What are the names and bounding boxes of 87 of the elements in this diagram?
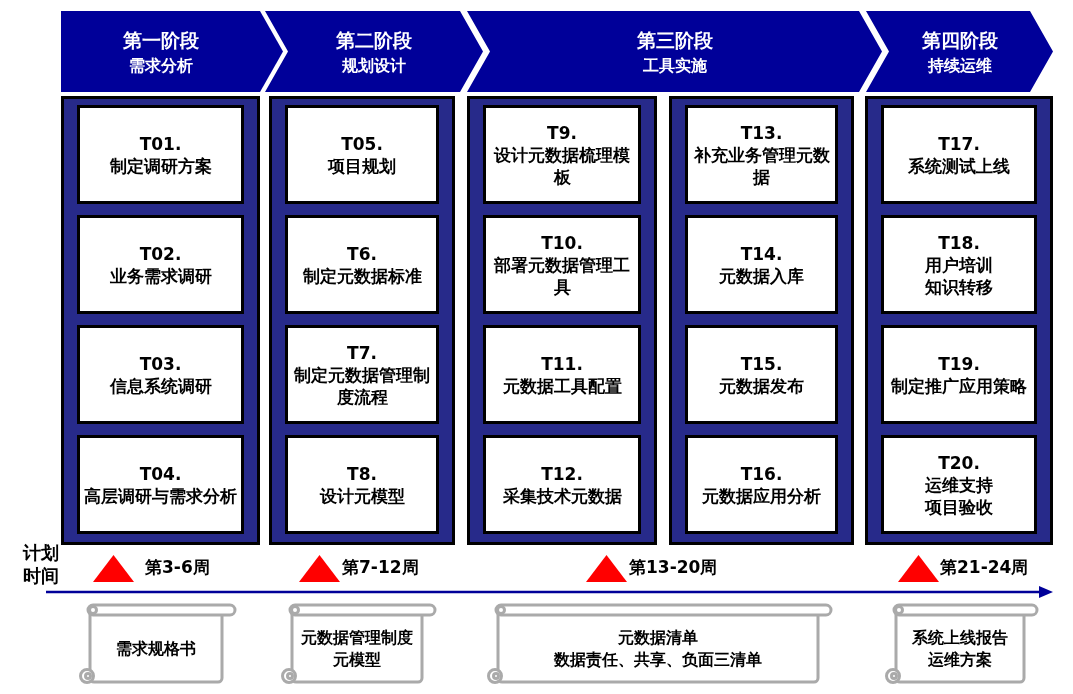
task-title: 信息系统调研 bbox=[109, 374, 212, 397]
task-title: 项目规划 bbox=[328, 154, 396, 177]
task-title: 设计元模型 bbox=[319, 484, 405, 507]
deliverable-text: 元数据管理制度 bbox=[301, 626, 413, 649]
task-code: T04. bbox=[139, 462, 182, 485]
task-title: 补充业务管理元数据 bbox=[692, 143, 831, 188]
task-card bbox=[685, 105, 838, 204]
phase-column-panel bbox=[865, 96, 1053, 545]
task-code: T03. bbox=[139, 352, 182, 375]
task-title: 元数据发布 bbox=[719, 374, 804, 397]
task-card bbox=[483, 105, 641, 204]
task-card bbox=[77, 325, 244, 424]
phase-column-panel bbox=[669, 96, 854, 545]
phase-column-panel bbox=[61, 96, 260, 545]
task-title: 元数据入库 bbox=[719, 264, 804, 287]
task-card bbox=[285, 215, 439, 314]
task-code: T11. bbox=[541, 352, 583, 375]
task-code: T20. bbox=[938, 451, 980, 474]
deliverable-text: 运维方案 bbox=[928, 648, 992, 671]
task-card bbox=[685, 325, 838, 424]
phase-column-panel bbox=[467, 96, 657, 545]
task-code: T8. bbox=[347, 462, 377, 485]
deliverable-text: 系统上线报告 bbox=[912, 626, 1008, 649]
task-card bbox=[77, 435, 244, 534]
task-card bbox=[881, 435, 1037, 534]
task-title: 设计元数据梳理模板 bbox=[492, 143, 631, 188]
task-code: T05. bbox=[341, 132, 383, 155]
task-title: 部署元数据管理工具 bbox=[493, 253, 631, 298]
task-card bbox=[685, 435, 838, 534]
task-title: 制定元数据标准 bbox=[302, 264, 422, 287]
week-range-label: 第21-24周 bbox=[940, 556, 1029, 579]
task-title: 业务需求调研 bbox=[109, 264, 212, 287]
task-card bbox=[685, 215, 838, 314]
task-code: T16. bbox=[740, 462, 783, 485]
task-card bbox=[881, 105, 1037, 204]
task-code: T6. bbox=[347, 242, 377, 265]
task-title: 系统测试上线 bbox=[908, 154, 1010, 177]
task-code: T01. bbox=[139, 132, 182, 155]
task-code: T9. bbox=[547, 121, 577, 144]
task-title: 元数据工具配置 bbox=[502, 374, 622, 397]
task-title: 制定推广应用策略 bbox=[891, 374, 1027, 397]
task-card bbox=[77, 105, 244, 204]
phase-name: 工具实施 bbox=[642, 54, 707, 77]
phase-name: 需求分析 bbox=[128, 54, 193, 77]
week-range-label: 第13-20周 bbox=[629, 556, 718, 579]
week-range-label: 第3-6周 bbox=[145, 556, 210, 579]
phase-title: 第四阶段 bbox=[921, 27, 998, 53]
deliverable-text: 需求规格书 bbox=[116, 637, 196, 660]
phase-name: 规划设计 bbox=[342, 54, 406, 77]
task-code: T02. bbox=[139, 242, 182, 265]
deliverable-text: 元数据清单 bbox=[618, 626, 698, 649]
phase-title: 第二阶段 bbox=[336, 27, 412, 53]
task-card bbox=[483, 325, 641, 424]
task-card bbox=[285, 325, 439, 424]
task-code: T13. bbox=[740, 121, 783, 144]
task-title: 项目验收 bbox=[925, 495, 993, 518]
task-code: T12. bbox=[541, 462, 583, 485]
task-title: 运维支持 bbox=[925, 473, 993, 496]
phase-name: 持续运维 bbox=[927, 54, 992, 77]
task-card bbox=[285, 435, 439, 534]
task-card bbox=[77, 215, 244, 314]
task-title: 高层调研与需求分析 bbox=[84, 484, 237, 507]
task-code: T15. bbox=[740, 352, 783, 375]
task-code: T18. bbox=[938, 231, 980, 254]
phase-title: 第一阶段 bbox=[122, 27, 199, 53]
task-card bbox=[881, 215, 1037, 314]
task-title: 制定元数据管理制度流程 bbox=[293, 363, 431, 408]
task-card bbox=[881, 325, 1037, 424]
task-title: 用户培训 bbox=[925, 253, 993, 276]
task-title: 元数据应用分析 bbox=[702, 484, 821, 507]
timeline-label: 计划时间 bbox=[21, 541, 60, 587]
deliverable-text: 数据责任、共享、负面三清单 bbox=[554, 648, 762, 671]
task-card bbox=[285, 105, 439, 204]
task-card bbox=[483, 435, 641, 534]
task-card bbox=[483, 215, 641, 314]
phase-title: 第三阶段 bbox=[636, 27, 713, 53]
task-code: T10. bbox=[541, 231, 583, 254]
task-title: 制定调研方案 bbox=[109, 154, 212, 177]
task-title: 采集技术元数据 bbox=[502, 484, 622, 507]
task-title: 知识转移 bbox=[925, 275, 993, 298]
task-code: T17. bbox=[938, 132, 980, 155]
task-code: T14. bbox=[740, 242, 783, 265]
phase-column-panel bbox=[269, 96, 455, 545]
deliverable-text: 元模型 bbox=[333, 648, 381, 671]
task-code: T7. bbox=[347, 341, 377, 364]
task-code: T19. bbox=[938, 352, 980, 375]
week-range-label: 第7-12周 bbox=[342, 556, 419, 579]
